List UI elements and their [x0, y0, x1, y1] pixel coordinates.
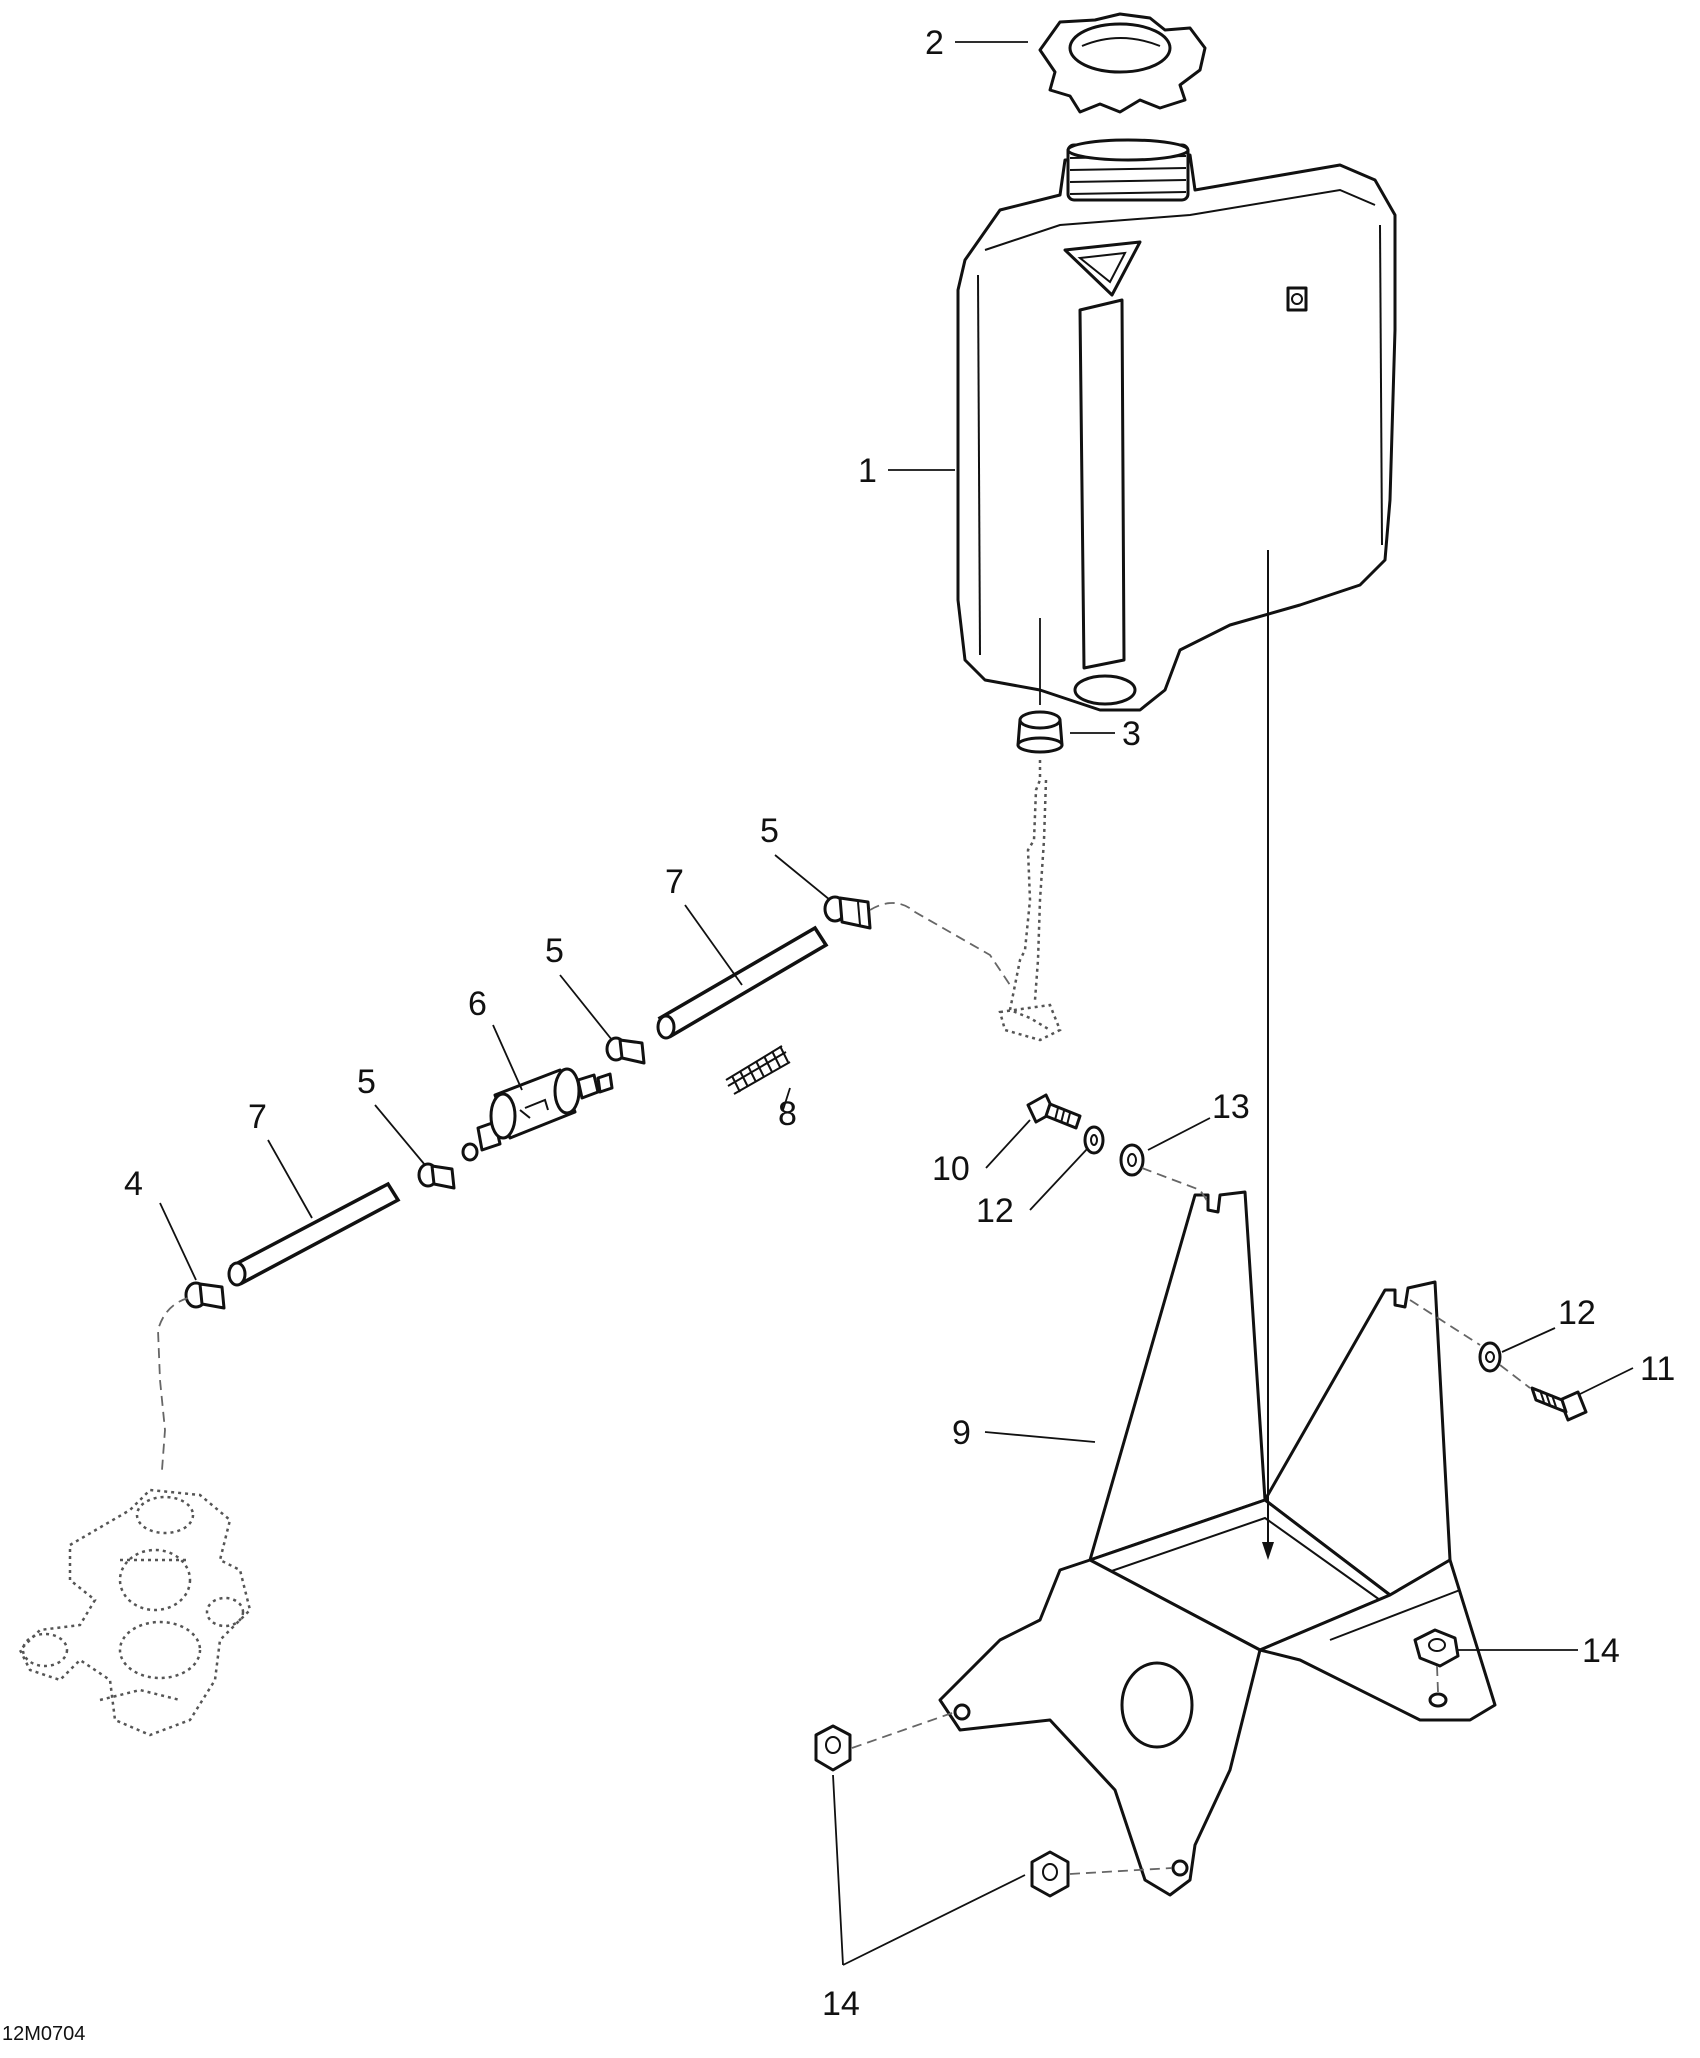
callout-12-upper: 12 — [976, 1192, 1014, 1230]
callout-10: 10 — [932, 1150, 970, 1188]
hose-clamp-mid — [605, 1036, 646, 1065]
callout-4: 4 — [124, 1165, 143, 1203]
callout-1: 1 — [858, 452, 877, 490]
lock-washer-12-upper — [1083, 1125, 1105, 1155]
callout-8: 8 — [778, 1095, 797, 1133]
fuel-tank — [956, 138, 1397, 712]
hose-clamp-top — [823, 895, 872, 930]
nut-14-left — [814, 1711, 956, 1772]
filter-nipple — [461, 1142, 479, 1162]
hose-route-tank — [869, 902, 1011, 986]
callout-7-lower: 7 — [248, 1098, 267, 1136]
carburetor-phantom — [18, 1488, 252, 1737]
hose-clamp-lower — [417, 1162, 456, 1190]
spring — [725, 1045, 791, 1095]
nut-14-right — [1413, 1628, 1460, 1693]
callout-5-top: 5 — [760, 812, 779, 850]
callout-6: 6 — [468, 985, 487, 1023]
callout-12-right: 12 — [1558, 1294, 1596, 1332]
screw-10-route — [1141, 1167, 1211, 1206]
nut-14-lower — [1030, 1850, 1173, 1898]
callout-14-bottom: 14 — [822, 1985, 860, 2023]
lock-washer-12-right — [1478, 1341, 1502, 1373]
fuel-hose-upper — [656, 925, 829, 1040]
callout-14-right: 14 — [1582, 1632, 1620, 1670]
flat-washer-13 — [1119, 1143, 1145, 1177]
screw-11 — [1530, 1386, 1588, 1422]
callout-11: 11 — [1640, 1350, 1675, 1388]
fuel-hose-lower — [227, 1181, 401, 1287]
callout-2: 2 — [925, 24, 944, 62]
hose-route-carb — [157, 1297, 189, 1471]
callout-9: 9 — [952, 1414, 971, 1452]
fuel-filter — [476, 1067, 614, 1152]
tank-cap — [1038, 12, 1207, 114]
callout-5-lower: 5 — [357, 1063, 376, 1101]
figure-code: 12M0704 — [2, 2023, 85, 2045]
screw-11-route — [1409, 1299, 1531, 1389]
tank-bracket — [938, 1190, 1497, 1897]
callout-13: 13 — [1212, 1088, 1250, 1126]
callout-3: 3 — [1122, 715, 1141, 753]
fuel-pickup-phantom — [998, 760, 1062, 1042]
callout-5-mid: 5 — [545, 932, 564, 970]
hose-clamp-4 — [184, 1281, 226, 1310]
grommet — [1016, 710, 1064, 754]
screw-10 — [1026, 1093, 1082, 1130]
callout-7-upper: 7 — [665, 863, 684, 901]
leader-lines — [159, 41, 1634, 1966]
assembly-arrow — [1262, 550, 1274, 1560]
